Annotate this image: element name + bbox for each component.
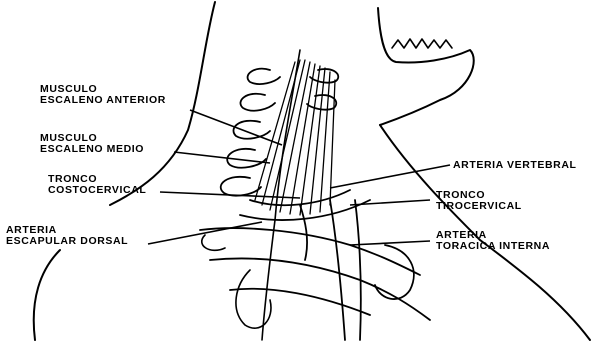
leader-lines	[148, 110, 450, 245]
shoulder-outline	[34, 250, 60, 340]
label-arteria-toracica-interna: ARTERIA TORACICA INTERNA	[436, 230, 550, 252]
label-tronco-costocervical: TRONCO COSTOCERVICAL	[48, 174, 146, 196]
label-tronco-tirocervical: TRONCO TIROCERVICAL	[436, 190, 522, 212]
leader-escapular-dorsal	[148, 222, 262, 244]
leader-vertebral	[330, 165, 450, 188]
cervical-spine	[262, 50, 300, 340]
leader-escaleno-anterior	[190, 110, 282, 145]
leader-tirocervical	[350, 200, 430, 205]
soft-tissue	[202, 235, 271, 328]
teeth	[392, 39, 452, 48]
leader-toracica-interna	[350, 241, 430, 245]
label-musculo-escaleno-medio: MUSCULO ESCALENO MEDIO	[40, 133, 144, 155]
label-musculo-escaleno-anterior: MUSCULO ESCALENO ANTERIOR	[40, 84, 166, 106]
jaw-outline	[378, 8, 474, 125]
label-arteria-vertebral: ARTERIA VERTEBRAL	[453, 160, 577, 171]
leader-costocervical	[160, 192, 300, 198]
ribs	[200, 228, 430, 320]
leader-escaleno-medio	[174, 152, 270, 163]
label-arteria-escapular-dorsal: ARTERIA ESCAPULAR DORSAL	[6, 225, 128, 247]
